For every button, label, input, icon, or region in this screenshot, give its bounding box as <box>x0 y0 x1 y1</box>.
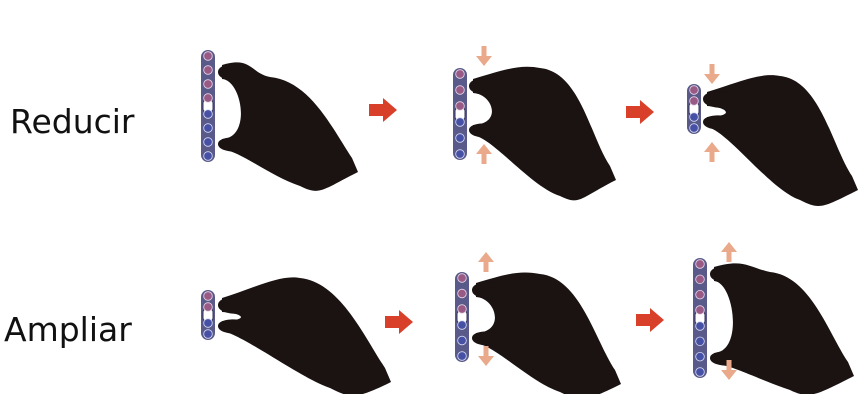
slider-dot-top <box>458 274 467 283</box>
slider-dot-bottom <box>696 337 705 346</box>
slider-dot-bottom <box>458 352 467 361</box>
slider-dot-bottom <box>690 113 699 122</box>
slider-dot-bottom <box>204 152 213 161</box>
slider-dot-bottom <box>696 352 705 361</box>
hand-silhouette <box>714 263 854 394</box>
slider-dot-bottom <box>204 110 213 119</box>
pinch-hand-icon <box>218 277 391 394</box>
slider-dot-top <box>204 292 213 301</box>
slider-dot-top <box>204 52 213 61</box>
index-finger <box>469 78 495 95</box>
slider-dot-top <box>690 97 699 106</box>
slider-dot-top <box>696 275 705 284</box>
motion-arrow-icon <box>476 144 492 164</box>
slider-dot-top <box>204 94 213 103</box>
slider-dot-top <box>696 260 705 269</box>
thumb <box>218 137 244 151</box>
pinch-hand-icon <box>472 272 621 394</box>
slider-dot-top <box>690 86 699 95</box>
slider-dot-bottom <box>456 134 465 143</box>
slider-dot-bottom <box>458 321 467 330</box>
motion-arrow-icon <box>476 46 492 66</box>
thumb <box>710 351 736 365</box>
motion-arrow-head <box>721 370 737 380</box>
motion-arrow-shaft <box>484 262 489 272</box>
slider-dot-top <box>456 86 465 95</box>
next-step-arrow-icon <box>636 308 664 332</box>
slider-dot-top <box>456 70 465 79</box>
zoom-slider-icon <box>201 290 215 340</box>
motion-arrow-icon <box>704 64 720 84</box>
next-step-arrow-icon <box>369 98 397 122</box>
slider-dot-top <box>456 102 465 111</box>
hand-silhouette <box>222 277 391 394</box>
motion-arrow-head <box>478 252 494 262</box>
motion-arrow-icon <box>478 252 494 272</box>
slider-dot-bottom <box>204 124 213 133</box>
index-finger <box>218 297 244 314</box>
pinch-hand-icon <box>703 75 858 206</box>
thumb <box>472 331 498 345</box>
motion-arrow-shaft <box>710 64 715 74</box>
slider-dot-bottom <box>204 138 213 147</box>
motion-arrow-shaft <box>727 252 732 262</box>
motion-arrow-head <box>478 356 494 366</box>
index-finger <box>472 282 498 299</box>
slider-dot-top <box>204 303 213 312</box>
thumb <box>703 115 729 129</box>
zoom-slider-icon <box>201 50 215 162</box>
pinch-hand-icon <box>469 67 616 201</box>
motion-arrow-icon <box>721 242 737 262</box>
slider-dot-bottom <box>204 330 213 339</box>
motion-arrow-shaft <box>727 360 732 370</box>
slider-dot-top <box>204 66 213 75</box>
slider-dot-bottom <box>696 368 705 377</box>
slider-dot-top <box>696 306 705 315</box>
zoom-slider-icon <box>453 68 467 160</box>
motion-arrow-head <box>704 74 720 84</box>
motion-arrow-head <box>476 144 492 154</box>
next-step-arrow-icon <box>385 310 413 334</box>
slider-dot-top <box>458 289 467 298</box>
pinch-hand-icon <box>218 62 358 190</box>
motion-arrow-icon <box>704 142 720 162</box>
motion-arrow-head <box>476 56 492 66</box>
next-step-arrow-icon <box>626 100 654 124</box>
index-finger <box>218 64 244 81</box>
zoom-slider-icon <box>455 272 469 362</box>
slider-dot-bottom <box>696 322 705 331</box>
slider-dot-bottom <box>456 150 465 159</box>
index-finger <box>703 91 729 108</box>
slider-dot-top <box>204 80 213 89</box>
zoom-slider-icon <box>693 258 707 378</box>
index-finger <box>710 266 736 283</box>
slider-dot-bottom <box>456 118 465 127</box>
zoom-slider-icon <box>687 84 701 134</box>
motion-arrow-head <box>704 142 720 152</box>
hand-silhouette <box>222 62 358 190</box>
slider-dot-bottom <box>690 124 699 133</box>
gesture-figures <box>201 46 858 394</box>
motion-arrow-shaft <box>484 346 489 356</box>
motion-arrow-shaft <box>482 46 487 56</box>
motion-arrow-shaft <box>482 154 487 164</box>
slider-dot-top <box>458 305 467 314</box>
slider-dot-top <box>696 290 705 299</box>
slider-dot-bottom <box>204 319 213 328</box>
hand-silhouette <box>707 75 858 206</box>
thumb <box>218 319 244 333</box>
thumb <box>469 123 495 137</box>
motion-arrow-shaft <box>710 152 715 162</box>
motion-arrow-head <box>721 242 737 252</box>
slider-dot-bottom <box>458 336 467 345</box>
